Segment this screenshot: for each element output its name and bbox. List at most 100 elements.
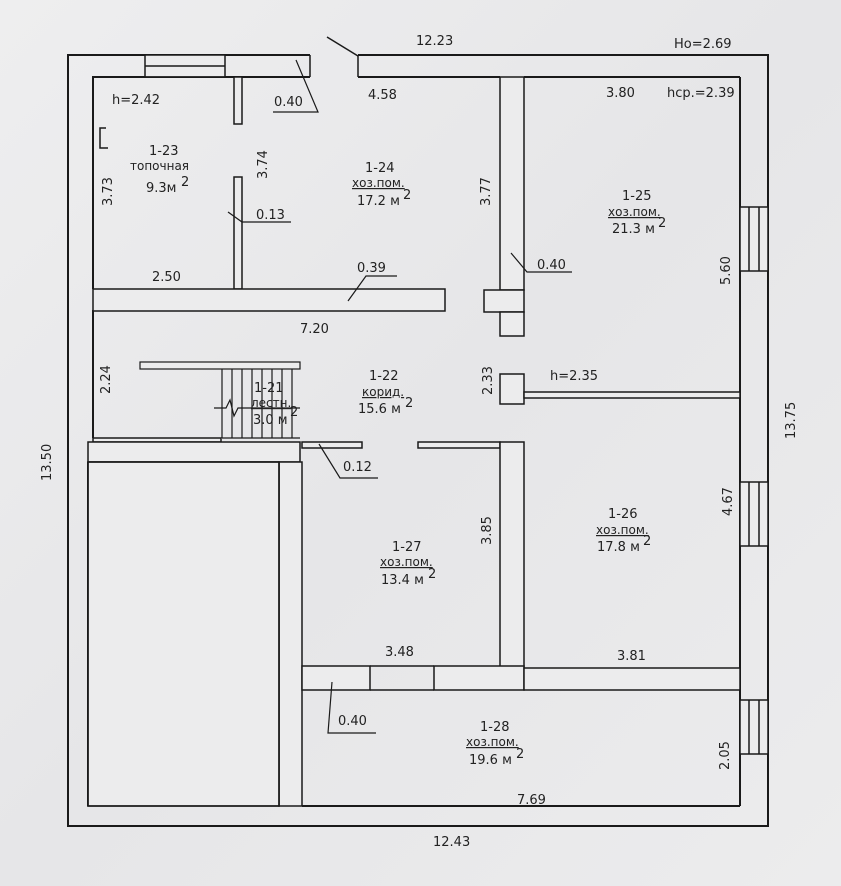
room-1-21-number: 1-21 <box>254 381 284 396</box>
dim-0-40-bot: 0.40 <box>338 714 367 729</box>
room-1-22-height: h=2.35 <box>550 369 598 384</box>
dim-7-69: 7.69 <box>517 793 546 808</box>
room-outlines <box>87 76 434 807</box>
room-1-21-area-sup: 2 <box>290 405 298 420</box>
room-1-22-label: 1-22 корид. 15.6 м 2 h=2.35 <box>358 369 598 417</box>
room-1-22-area-sup: 2 <box>405 396 413 411</box>
room-1-23-label: h=2.42 1-23 топочная 9.3м 2 <box>112 93 189 196</box>
leader-0-39 <box>347 275 397 302</box>
dim-7-20: 7.20 <box>300 322 329 337</box>
room-1-24-name: хоз.пом. <box>352 176 405 190</box>
window-right-3 <box>739 699 769 755</box>
interior-walls <box>87 76 741 807</box>
right-windows <box>739 206 769 755</box>
dim-2-24: 2.24 <box>99 365 114 394</box>
room-1-23-area: 9.3м <box>146 181 176 196</box>
room-1-28-label: 1-28 хоз.пом. 19.6 м 2 <box>466 720 524 768</box>
room-1-27-number: 1-27 <box>392 540 422 555</box>
room-1-25-height: hср.=2.39 <box>667 86 735 101</box>
room-1-24-area-sup: 2 <box>403 188 411 203</box>
leader-0-40-mid <box>510 252 572 273</box>
staircase <box>139 361 301 439</box>
dim-4-58: 4.58 <box>368 88 397 103</box>
room-1-25-area-sup: 2 <box>658 216 666 231</box>
dim-3-74: 3.74 <box>256 150 271 179</box>
room-1-28-area: 19.6 м <box>469 753 512 768</box>
dim-right: 13.75 <box>784 402 799 439</box>
room-1-28-number: 1-28 <box>480 720 510 735</box>
wall-26-28 <box>523 667 741 691</box>
room-1-26-number: 1-26 <box>608 507 638 522</box>
room-1-21-label: 1-21 лестн. 3.0 м 2 <box>251 381 298 428</box>
room-1-23-height: h=2.42 <box>112 93 160 108</box>
pillar-notch-lower <box>499 311 525 337</box>
dim-left: 13.50 <box>40 444 55 481</box>
leader-0-12 <box>318 443 378 479</box>
room-1-27-label: 1-27 хоз.пом. 13.4 м 2 <box>380 540 436 588</box>
room-1-21-name: лестн. <box>251 396 291 410</box>
chimney-mark <box>99 127 108 149</box>
dim-5-60: 5.60 <box>719 256 734 285</box>
outer-wall-outline <box>67 54 769 827</box>
room-1-21-area: 3.0 м <box>253 413 288 428</box>
stair-top-rail <box>139 361 301 370</box>
top-windows <box>144 54 226 78</box>
room-1-26-area-sup: 2 <box>643 534 651 549</box>
room-1-26-area: 17.8 м <box>597 540 640 555</box>
dim-3-73: 3.73 <box>101 177 116 206</box>
leader-lines <box>227 59 572 734</box>
room-1-28-name: хоз.пом. <box>466 735 519 749</box>
wall-24-25 <box>499 76 525 291</box>
room-1-25-name: хоз.пом. <box>608 205 661 219</box>
room-1-25-label: hср.=2.39 1-25 хоз.пом. 21.3 м 2 <box>608 86 735 237</box>
room-1-24-area: 17.2 м <box>357 194 400 209</box>
window-right-1 <box>739 206 769 272</box>
wall-27-left <box>278 461 303 807</box>
dim-0-40-top: 0.40 <box>274 95 303 110</box>
room-1-25-number: 1-25 <box>622 189 652 204</box>
room-1-27-area: 13.4 м <box>381 573 424 588</box>
left-block-inner <box>87 461 280 807</box>
wall-27-26 <box>499 441 525 669</box>
room-1-26-label: 1-26 хоз.пом. 17.8 м 2 <box>596 507 651 555</box>
window-right-2 <box>739 481 769 547</box>
room-1-25-area: 21.3 м <box>612 222 655 237</box>
wall-27-28-right <box>433 665 525 691</box>
dim-4-67: 4.67 <box>721 487 736 516</box>
dim-3-85: 3.85 <box>480 516 495 545</box>
dim-0-39: 0.39 <box>357 261 386 276</box>
room-1-23-name: топочная <box>130 159 189 173</box>
left-block-outline <box>87 461 280 807</box>
wall-23-24-upper <box>233 76 243 125</box>
wall-upper-corridor <box>92 288 446 312</box>
stair-break-line <box>214 398 300 418</box>
wall-22-26 <box>523 391 741 399</box>
leader-0-40-top <box>273 59 319 113</box>
room-1-28-area-sup: 2 <box>516 747 524 762</box>
dim-3-77: 3.77 <box>479 177 494 206</box>
entrance-door <box>309 36 359 77</box>
ho-label: Ho=2.69 <box>674 37 732 52</box>
dim-3-81: 3.81 <box>617 649 646 664</box>
entrance-door-leaf <box>326 36 359 57</box>
leader-0-13 <box>227 211 291 223</box>
pillar-small <box>499 373 525 405</box>
dim-2-33: 2.33 <box>481 366 496 395</box>
wall-27-28-left <box>301 665 371 691</box>
wall-corridor-left-lower <box>87 441 301 463</box>
room-1-24-label: 1-24 хоз.пом. 17.2 м 2 <box>352 161 411 209</box>
wall-corridor-bottom-mid <box>301 441 363 449</box>
dim-3-48: 3.48 <box>385 645 414 660</box>
dim-0-40-mid: 0.40 <box>537 258 566 273</box>
room-1-27-area-sup: 2 <box>428 567 436 582</box>
dim-0-13: 0.13 <box>256 208 285 223</box>
chimney-mark-line <box>99 127 108 149</box>
room-1-26-name: хоз.пом. <box>596 523 649 537</box>
room-1-23-number: 1-23 <box>149 144 179 159</box>
dim-bottom: 12.43 <box>433 835 470 850</box>
room-1-24-number: 1-24 <box>365 161 395 176</box>
room-1-27-name: хоз.пом. <box>380 555 433 569</box>
wall-23-24-lower <box>233 176 243 290</box>
wall-corridor-bottom-right <box>417 441 501 449</box>
